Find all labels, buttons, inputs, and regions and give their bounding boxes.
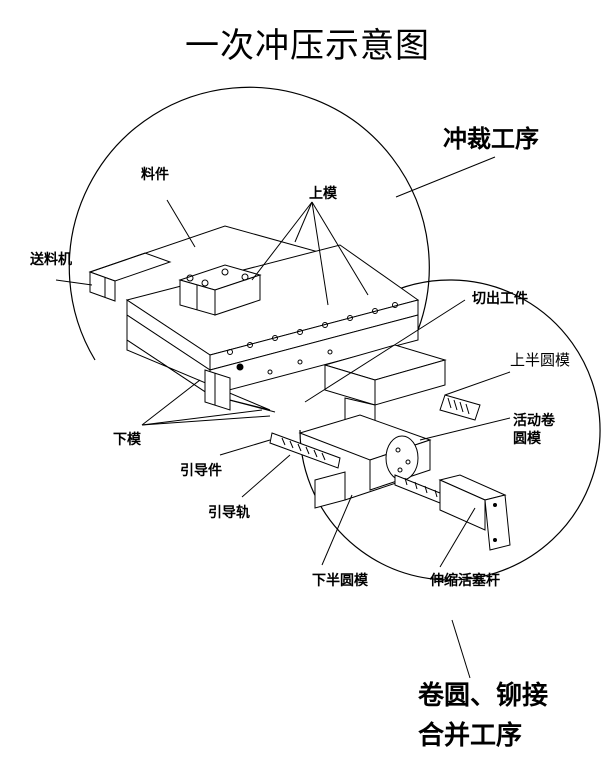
label-lower-die: 下模	[113, 432, 141, 448]
label-material: 料件	[141, 167, 169, 183]
punching-leader	[395, 156, 496, 198]
rolling-leader	[451, 619, 471, 679]
punch-block	[178, 264, 262, 316]
label-feeder: 送料机	[30, 252, 72, 268]
label-rolling-process-line1: 卷圆、铆接	[418, 681, 549, 711]
diagram-title: 一次冲压示意图	[185, 26, 430, 66]
label-piston-rod: 伸缩活塞杆	[430, 573, 500, 589]
label-movable-rolling-die-line2: 圆模	[513, 431, 541, 447]
label-punching-process: 冲裁工序	[443, 124, 539, 153]
upper-die-leader-2	[311, 201, 329, 306]
upper-half-round-die-leader	[444, 371, 511, 396]
piston-rod-shape	[438, 474, 511, 551]
lower-die-leader-1	[141, 379, 201, 426]
upper-die-leader-3	[311, 201, 369, 296]
label-upper-die: 上模	[309, 186, 337, 202]
lower-die-leader-2	[141, 409, 263, 426]
label-movable-rolling-die-line1: 活动卷	[513, 413, 555, 429]
punching-detail-circle	[68, 86, 430, 361]
guide-piece-leader	[219, 439, 271, 456]
feeder-leader	[55, 279, 93, 286]
upper-die-leader-1	[294, 201, 313, 243]
material-leader	[166, 199, 196, 248]
label-rolling-process-line2: 合并工序	[418, 721, 523, 751]
label-guide-rail: 引导轨	[208, 505, 250, 521]
label-guide-piece: 引导件	[180, 463, 222, 479]
lower-half-round-die-leader	[321, 494, 353, 566]
lower-die-shape	[204, 369, 231, 411]
movable-rolling-die-leader	[419, 417, 511, 441]
guide-rail-leader	[241, 454, 291, 498]
label-lower-half-round-die: 下半圆模	[312, 573, 368, 589]
cut-workpiece-leader	[304, 299, 466, 403]
movable-rolling-die-shape	[385, 435, 446, 506]
lower-die-leader-3	[141, 415, 271, 426]
label-upper-half-round-die: 上半圆模	[510, 351, 571, 369]
rolling-detail-circle	[299, 279, 601, 581]
label-cut-workpiece: 切出工件	[472, 291, 528, 307]
piston-rod-leader	[439, 507, 476, 568]
guide-rail-shape	[269, 432, 341, 469]
upper-die-leader-4	[251, 201, 313, 281]
